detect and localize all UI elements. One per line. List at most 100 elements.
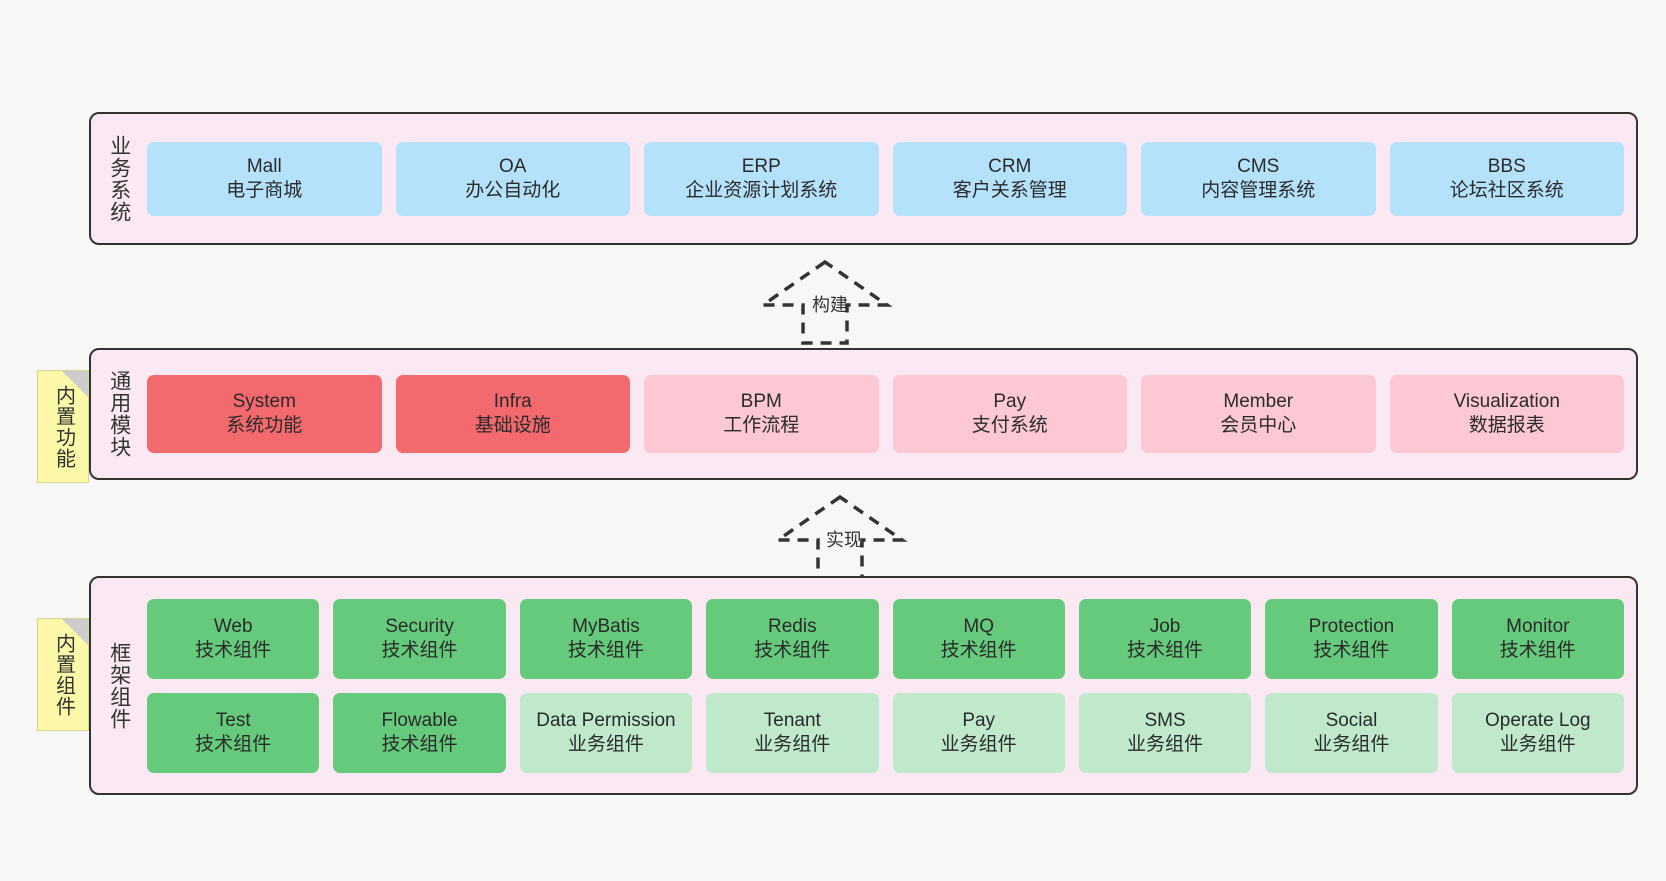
card-title-en: Tenant — [763, 709, 821, 731]
card-sms[interactable]: SMS 业务组件 — [1078, 692, 1252, 773]
card-title-en: Job — [1149, 615, 1181, 637]
card-title-en: Security — [385, 615, 454, 637]
card-title-cn: 技术组件 — [195, 733, 272, 755]
card-title-en: MQ — [963, 615, 994, 637]
card-title-cn: 会员中心 — [1220, 415, 1297, 436]
card-title-en: Pay — [962, 709, 996, 731]
card-title-cn: 论坛社区系统 — [1449, 179, 1564, 201]
card-title-cn: 技术组件 — [754, 639, 831, 661]
card-title-cn: 企业资源计划系统 — [685, 179, 838, 201]
card-monitor[interactable]: Monitor 技术组件 — [1451, 598, 1624, 679]
card-web[interactable]: Web 技术组件 — [147, 598, 320, 679]
card-title-cn: 支付系统 — [971, 415, 1048, 436]
card-data-permission[interactable]: Data Permission 业务组件 — [519, 692, 693, 773]
note-fold-corner-icon — [62, 371, 88, 397]
sticky-note-builtin-features: 内置功能 — [37, 370, 89, 483]
layer-body-framework-components: Web 技术组件 Security 技术组件 MyBatis 技术组件 Redi… — [147, 578, 1636, 793]
card-title-en: Member — [1223, 391, 1294, 413]
card-title-en: Data Permission — [536, 709, 676, 731]
layer-title-business-systems: 业务系统 — [107, 134, 131, 223]
card-title-en: System — [232, 391, 296, 413]
card-bpm[interactable]: BPM 工作流程 — [644, 375, 879, 453]
card-title-en: Test — [215, 709, 251, 731]
card-security[interactable]: Security 技术组件 — [333, 598, 506, 679]
card-title-cn: 业务组件 — [567, 733, 644, 755]
card-title-cn: 技术组件 — [381, 733, 458, 755]
card-title-en: Pay — [993, 391, 1027, 413]
card-title-en: Social — [1325, 709, 1378, 731]
card-pay-component[interactable]: Pay 业务组件 — [892, 692, 1065, 773]
card-title-cn: 工作流程 — [723, 415, 800, 436]
card-oa[interactable]: OA 办公自动化 — [395, 141, 630, 216]
card-row: Test 技术组件 Flowable 技术组件 Data Permission … — [147, 692, 1624, 773]
card-title-en: Protection — [1308, 615, 1395, 637]
card-title-cn: 业务组件 — [940, 733, 1017, 755]
card-title-cn: 基础设施 — [474, 415, 551, 436]
card-title-en: Redis — [768, 615, 817, 637]
card-title-cn: 技术组件 — [567, 639, 644, 661]
card-title-en: Monitor — [1506, 615, 1570, 637]
layer-title-common-modules: 通用模块 — [107, 370, 131, 458]
card-title-en: Flowable — [381, 709, 458, 731]
card-pay-module[interactable]: Pay 支付系统 — [892, 375, 1127, 453]
card-visualization[interactable]: Visualization 数据报表 — [1389, 375, 1624, 453]
card-erp[interactable]: ERP 企业资源计划系统 — [644, 141, 879, 216]
card-row: Web 技术组件 Security 技术组件 MyBatis 技术组件 Redi… — [147, 598, 1624, 679]
card-test[interactable]: Test 技术组件 — [147, 692, 320, 773]
card-title-cn: 业务组件 — [1499, 733, 1576, 755]
card-title-cn: 技术组件 — [381, 639, 458, 661]
layer-body-business-systems: Mall 电子商城 OA 办公自动化 ERP 企业资源计划系统 CRM 客户关系… — [147, 114, 1636, 243]
card-title-en: BBS — [1487, 155, 1526, 177]
arrow-build-shape — [757, 259, 893, 345]
layer-framework-components: 框架组件 Web 技术组件 Security 技术组件 MyBatis 技术组件… — [89, 576, 1638, 795]
card-row: Mall 电子商城 OA 办公自动化 ERP 企业资源计划系统 CRM 客户关系… — [147, 141, 1624, 216]
card-protection[interactable]: Protection 技术组件 — [1265, 598, 1438, 679]
card-mall[interactable]: Mall 电子商城 — [147, 141, 382, 216]
card-social[interactable]: Social 业务组件 — [1265, 692, 1438, 773]
card-title-cn: 技术组件 — [1127, 639, 1204, 661]
card-title-cn: 电子商城 — [226, 179, 303, 201]
arrow-implement-label: 实现 — [826, 530, 862, 550]
card-title-en: Operate Log — [1484, 709, 1591, 731]
layer-body-common-modules: System 系统功能 Infra 基础设施 BPM 工作流程 Pay 支付系统… — [147, 350, 1636, 478]
card-title-en: SMS — [1144, 709, 1186, 731]
card-cms[interactable]: CMS 内容管理系统 — [1141, 141, 1376, 216]
card-title-cn: 技术组件 — [195, 639, 272, 661]
card-title-cn: 业务组件 — [1313, 733, 1390, 755]
card-flowable[interactable]: Flowable 技术组件 — [333, 692, 506, 773]
card-title-en: OA — [499, 155, 527, 177]
card-title-cn: 数据报表 — [1468, 415, 1545, 436]
card-title-cn: 业务组件 — [754, 733, 831, 755]
card-tenant[interactable]: Tenant 业务组件 — [706, 692, 879, 773]
card-title-cn: 技术组件 — [1499, 639, 1576, 661]
card-title-en: Mall — [246, 155, 282, 177]
card-title-en: CMS — [1237, 155, 1280, 177]
note-fold-corner-icon — [62, 619, 88, 645]
sticky-note-label: 内置组件 — [52, 632, 75, 717]
card-title-cn: 办公自动化 — [465, 179, 561, 201]
card-title-cn: 内容管理系统 — [1201, 179, 1316, 201]
layer-business-systems: 业务系统 Mall 电子商城 OA 办公自动化 ERP 企业资源计划系统 CRM… — [89, 112, 1638, 245]
card-member[interactable]: Member 会员中心 — [1141, 375, 1376, 453]
card-bbs[interactable]: BBS 论坛社区系统 — [1389, 141, 1624, 216]
arrow-build-label: 构建 — [812, 295, 848, 315]
layer-common-modules: 通用模块 System 系统功能 Infra 基础设施 BPM 工作流程 Pay… — [89, 348, 1638, 480]
card-title-cn: 技术组件 — [940, 639, 1017, 661]
card-title-cn: 系统功能 — [226, 415, 303, 436]
card-title-en: Visualization — [1453, 391, 1560, 413]
card-title-cn: 业务组件 — [1127, 733, 1204, 755]
card-job[interactable]: Job 技术组件 — [1078, 598, 1252, 679]
card-infra[interactable]: Infra 基础设施 — [395, 375, 630, 453]
card-crm[interactable]: CRM 客户关系管理 — [892, 141, 1127, 216]
card-system[interactable]: System 系统功能 — [147, 375, 382, 453]
card-redis[interactable]: Redis 技术组件 — [706, 598, 879, 679]
arrow-build — [757, 259, 893, 345]
card-mybatis[interactable]: MyBatis 技术组件 — [519, 598, 693, 679]
card-title-en: CRM — [988, 155, 1032, 177]
card-title-en: MyBatis — [572, 615, 640, 637]
card-title-en: ERP — [741, 155, 781, 177]
sticky-note-builtin-components: 内置组件 — [37, 618, 89, 731]
card-operate-log[interactable]: Operate Log 业务组件 — [1451, 692, 1624, 773]
card-mq[interactable]: MQ 技术组件 — [892, 598, 1065, 679]
